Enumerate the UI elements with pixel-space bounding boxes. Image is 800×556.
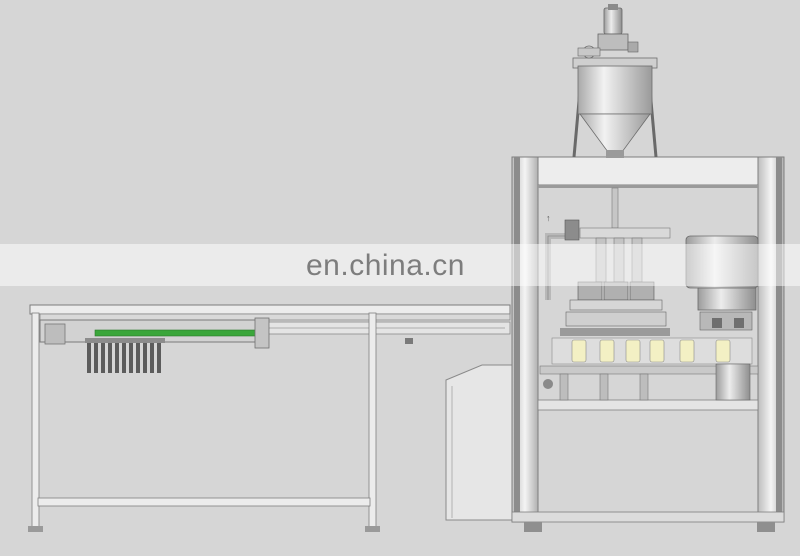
table-lower-bar bbox=[37, 497, 371, 507]
svg-text:↑: ↑ bbox=[546, 213, 551, 223]
bottle bbox=[571, 339, 587, 363]
gripper-fingers bbox=[87, 341, 161, 373]
bottle bbox=[599, 339, 615, 363]
side-cabinet bbox=[445, 364, 513, 521]
watermark-band bbox=[0, 244, 800, 286]
bottle bbox=[679, 339, 695, 363]
product-hopper bbox=[572, 4, 658, 158]
frame-inner-top bbox=[538, 185, 758, 188]
lower-drive bbox=[539, 363, 759, 401]
frame-bottom-base bbox=[537, 399, 759, 411]
bottles-row bbox=[551, 337, 753, 365]
watermark-text: en.china.cn bbox=[306, 249, 465, 282]
conveyor-second-rail bbox=[39, 313, 511, 321]
main-frame bbox=[511, 156, 785, 532]
tank-body bbox=[577, 65, 653, 115]
conveyor-top-rail bbox=[29, 304, 511, 315]
bottle bbox=[715, 339, 731, 363]
bottle bbox=[649, 339, 665, 363]
tank-cone bbox=[579, 113, 651, 153]
frame-top-beam bbox=[511, 156, 785, 186]
conveyor-table bbox=[28, 304, 511, 532]
table-leg-left bbox=[31, 312, 40, 529]
table-leg-right bbox=[368, 312, 377, 529]
green-belt bbox=[94, 329, 261, 337]
tank-motor bbox=[603, 7, 623, 35]
filling-heads bbox=[560, 281, 670, 336]
bottle bbox=[625, 339, 641, 363]
